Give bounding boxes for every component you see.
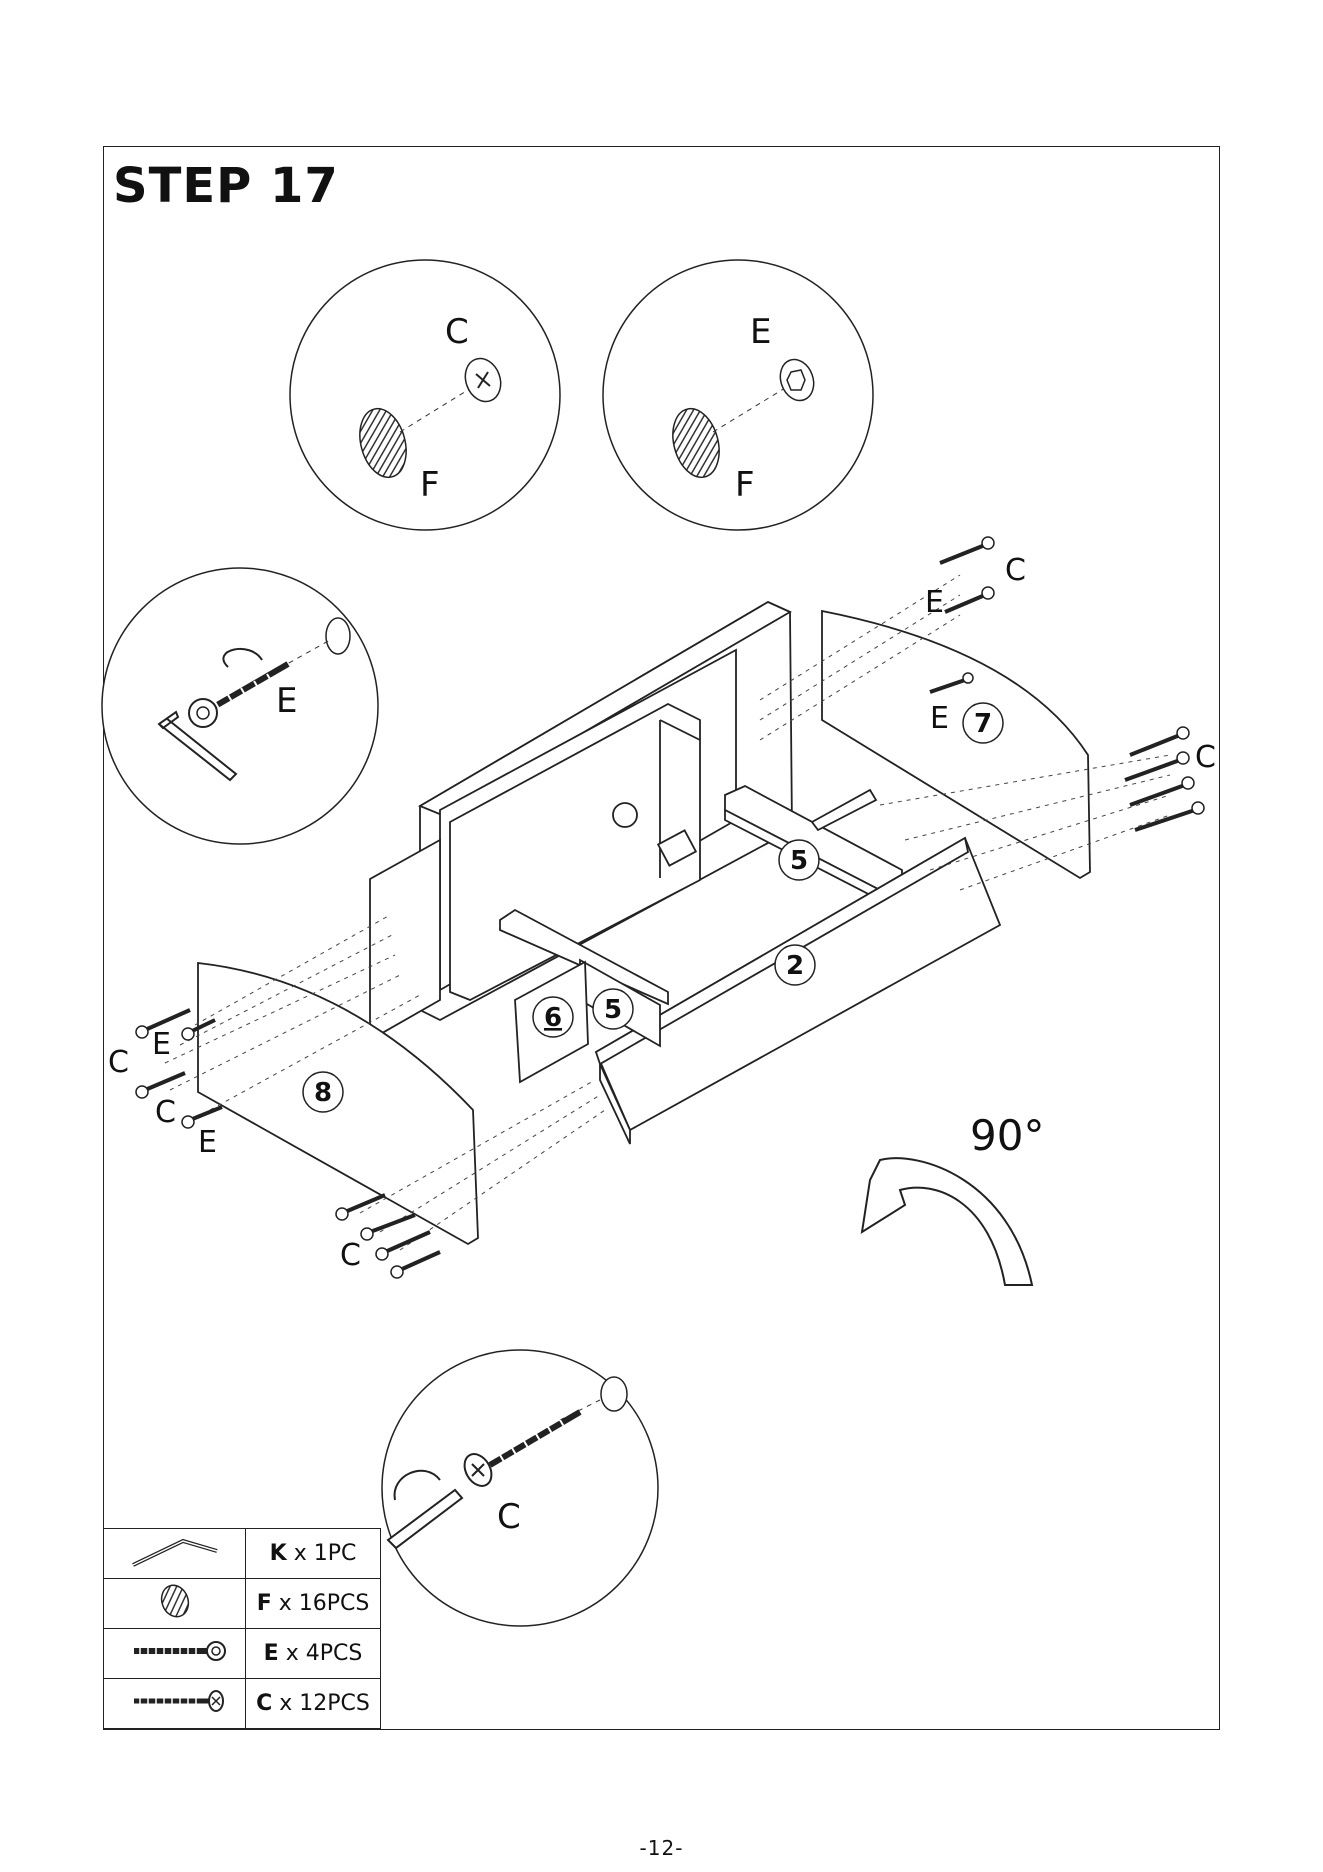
label-screw-c-left-2: C [155,1095,176,1130]
rotate-arrow-icon: 90° [862,1111,1044,1285]
detail-circle-cap-c: C F [290,260,560,530]
panel-number-5-lower: 5 [604,995,622,1025]
parts-list-table: K x 1PC F x 16PCS E x 4PCS C x 12PCS [103,1528,381,1729]
label-screw-c-right-top: C [1005,553,1026,588]
detail-circle-cap-e: E F [603,260,873,530]
allen-key-icon [104,1529,246,1579]
label-screw-e-left-2: E [198,1125,217,1160]
label-screw-c-left-1: C [108,1045,129,1080]
label-screw-c-right-side: C [1195,740,1216,775]
detail-circle-screwdriver: C [382,1350,658,1626]
callout-label-f2: F [735,465,755,505]
panel-number-7: 7 [974,709,992,739]
callout-label-c: C [445,312,469,352]
callout-label-e-allen: E [276,681,297,721]
panel-number-5-upper: 5 [790,846,808,876]
detail-circle-allen-key: E [102,568,378,844]
parts-row-e: E x 4PCS [104,1629,381,1679]
phillips-screw-icon [104,1679,246,1729]
parts-row-k: K x 1PC [104,1529,381,1579]
parts-qty-e: E x 4PCS [246,1629,381,1679]
parts-row-f: F x 16PCS [104,1579,381,1629]
parts-qty-f: F x 16PCS [246,1579,381,1629]
parts-row-c: C x 12PCS [104,1679,381,1729]
label-screw-c-bottom: C [340,1238,361,1273]
panel-number-2: 2 [786,951,804,981]
callout-label-e: E [750,312,771,352]
panel-number-6: 6 [544,1003,562,1033]
callout-label-f: F [420,465,440,505]
washer-screw-icon [104,1629,246,1679]
panel-number-8: 8 [314,1078,332,1108]
rotation-label: 90° [970,1111,1044,1160]
parts-qty-c: C x 12PCS [246,1679,381,1729]
cover-cap-icon [104,1579,246,1629]
page-number: -12- [0,1836,1323,1860]
label-screw-e-right-top: E [925,585,944,620]
parts-qty-k: K x 1PC [246,1529,381,1579]
label-screw-e-left-1: E [152,1027,171,1062]
label-screw-e-right-mid: E [930,701,949,736]
callout-label-c-screwdriver: C [497,1497,521,1537]
